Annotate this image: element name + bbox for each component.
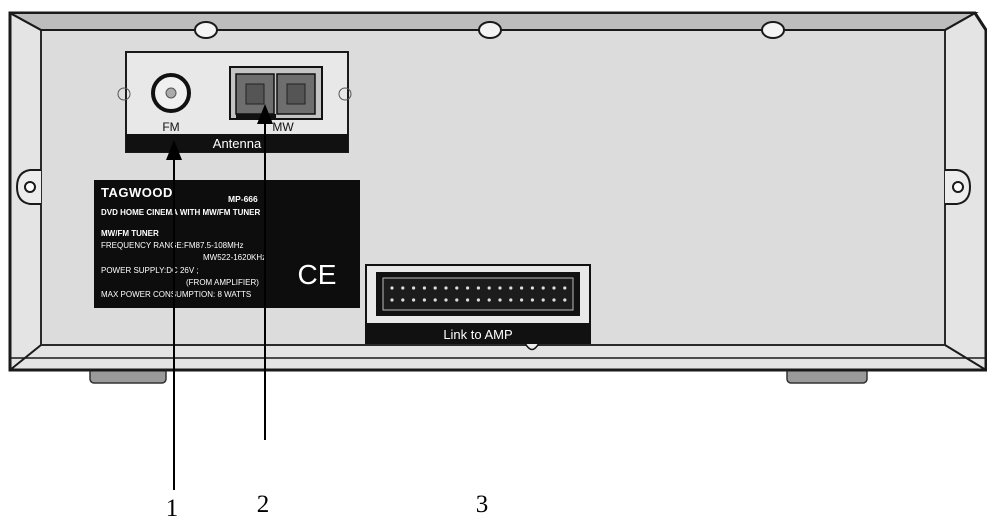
right-mounting-ear <box>945 169 972 205</box>
connector-pin <box>541 286 545 290</box>
connector-pin <box>541 298 545 302</box>
amp-link-label: Link to AMP <box>443 327 512 342</box>
amp-link-connector[interactable] <box>365 264 591 351</box>
max-power: MAX POWER CONSUMPTION: 8 WATTS <box>101 290 251 299</box>
connector-pin <box>487 286 491 290</box>
spec-plate <box>94 180 360 308</box>
callout-line-1 <box>166 140 182 490</box>
top-screw-hole-left <box>194 21 218 39</box>
connector-pin <box>520 286 524 290</box>
connector-pin <box>520 298 524 302</box>
connector-pin <box>466 298 470 302</box>
connector-pin <box>498 298 502 302</box>
frequency-fm: FREQUENCY RANGE:FM87.5-108MHz <box>101 241 244 250</box>
connector-pin-grid <box>390 286 567 302</box>
brand-logo: TAGWOOD <box>101 185 173 200</box>
ce-mark: CE <box>298 259 337 290</box>
mw-label: MW <box>272 120 294 134</box>
connector-pin <box>552 298 556 302</box>
mw-antenna-terminals[interactable] <box>229 66 323 120</box>
connector-pin <box>476 298 480 302</box>
fm-antenna-jack[interactable] <box>151 73 191 113</box>
connector-pin <box>433 286 437 290</box>
connector-pin <box>455 286 459 290</box>
power-supply: POWER SUPPLY:DC 26V ; <box>101 266 199 275</box>
connector-pin <box>455 298 459 302</box>
connector-pin <box>433 298 437 302</box>
tuner-section: MW/FM TUNER <box>101 229 159 238</box>
connector-pin <box>487 298 491 302</box>
model-number: MP-666 <box>228 194 258 204</box>
connector-pin <box>390 286 394 290</box>
connector-pin <box>530 298 535 302</box>
connector-pin <box>466 286 470 290</box>
connector-pin <box>390 298 394 302</box>
left-mounting-ear <box>15 169 41 205</box>
connector-pin <box>563 286 567 290</box>
connector-pin <box>422 298 426 302</box>
connector-pin <box>444 286 448 290</box>
callout-number-2: 2 <box>257 491 270 518</box>
connector-pin <box>401 298 405 302</box>
connector-pin <box>412 286 416 290</box>
callout-number-1: 1 <box>166 495 179 521</box>
callout-line-2 <box>257 104 273 440</box>
connector-pin <box>552 286 556 290</box>
fm-label: FM <box>162 120 179 134</box>
connector-pin <box>509 298 513 302</box>
connector-pin <box>476 286 480 290</box>
connector-pin <box>563 298 567 302</box>
power-source: (FROM AMPLIFIER) <box>186 278 259 287</box>
frequency-mw: MW522-1620KHz <box>203 253 266 262</box>
connector-pin <box>401 286 405 290</box>
top-screw-hole-right <box>761 21 785 39</box>
antenna-title: Antenna <box>213 136 262 151</box>
connector-pin <box>412 298 416 302</box>
connector-pin <box>422 286 426 290</box>
product-description: DVD HOME CINEMA WITH MW/FM TUNER <box>101 208 260 217</box>
callout-number-3: 3 <box>476 491 489 518</box>
connector-pin <box>530 286 535 290</box>
top-screw-hole-center <box>478 21 502 39</box>
connector-pin <box>498 286 502 290</box>
connector-pin <box>444 298 448 302</box>
connector-pin <box>509 286 513 290</box>
